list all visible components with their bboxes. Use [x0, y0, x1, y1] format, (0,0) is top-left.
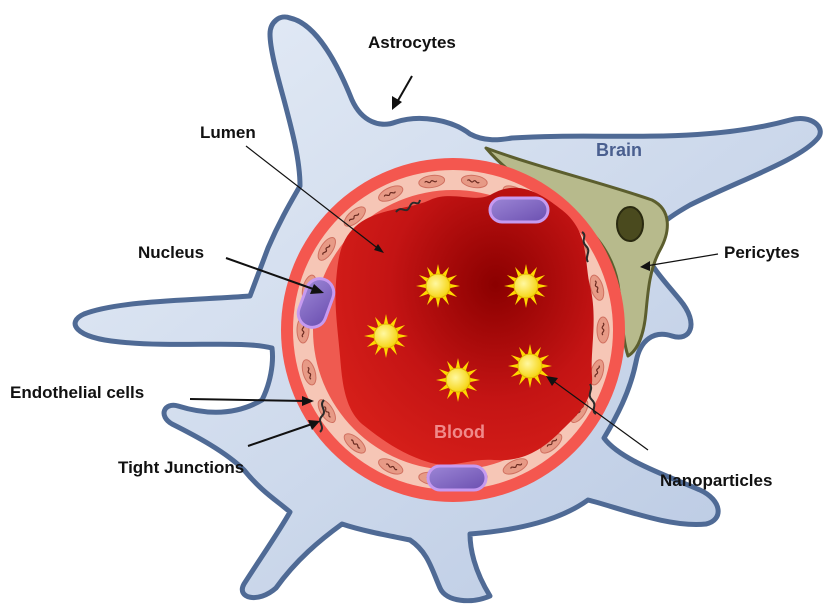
astrocytes-arrow: [396, 76, 412, 104]
nanoparticle-core: [374, 324, 398, 348]
nanoparticle-core: [446, 368, 470, 392]
label-lumen: Lumen: [200, 123, 256, 142]
label-nanoparticles: Nanoparticles: [660, 471, 772, 490]
nanoparticle-core: [426, 274, 450, 298]
endothelial-nucleus: [490, 198, 548, 222]
label-endothelial-cells: Endothelial cells: [10, 383, 144, 402]
endothelial-cell: [597, 317, 609, 343]
label-blood: Blood: [434, 422, 485, 442]
label-nucleus: Nucleus: [138, 243, 204, 262]
pericyte-nucleus: [617, 207, 643, 241]
label-tight-junctions: Tight Junctions: [118, 458, 244, 477]
nanoparticle-core: [518, 354, 542, 378]
nanoparticle-core: [514, 274, 538, 298]
label-pericytes: Pericytes: [724, 243, 800, 262]
endothelial-nucleus: [428, 466, 486, 490]
label-astrocytes: Astrocytes: [368, 33, 456, 52]
label-brain: Brain: [596, 140, 642, 160]
